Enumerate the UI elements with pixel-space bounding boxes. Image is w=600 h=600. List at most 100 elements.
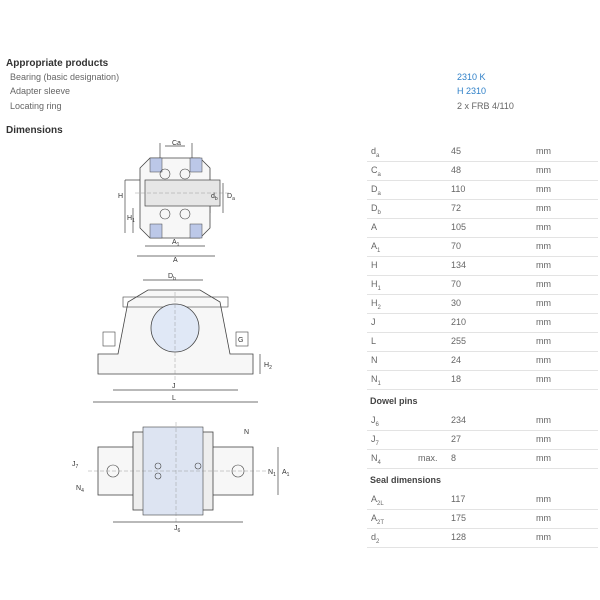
dimension-symbol: A2L	[371, 494, 384, 507]
dim-label-h2: H2	[264, 362, 272, 371]
dimension-value: 24	[451, 355, 462, 365]
housing-plan-drawing: N J7 N1 A1 N4 J6	[72, 422, 290, 532]
dim-label-ca: Ca	[172, 140, 181, 147]
dimension-symbol: A2T	[371, 513, 385, 526]
dimension-unit: mm	[536, 336, 551, 346]
dimension-unit: mm	[536, 184, 551, 194]
dimension-value: 175	[451, 513, 467, 523]
dimension-unit: mm	[536, 241, 551, 251]
dimension-symbol: Ca	[371, 165, 381, 178]
dim-label-db: Db	[168, 273, 176, 282]
dimension-value: 70	[451, 241, 462, 251]
dimension-unit: mm	[536, 494, 551, 504]
product-value: 2 x FRB 4/110	[457, 101, 514, 111]
dimension-symbol: A	[371, 222, 378, 232]
dimensions-title: Dimensions	[6, 125, 63, 136]
dim-label-a1: A1	[282, 469, 290, 478]
dimension-row: Db 72 mm	[367, 200, 598, 219]
dimension-unit: mm	[536, 317, 551, 327]
bearing-section-drawing: Ca H H1 db Da A1 A	[118, 140, 235, 263]
dimension-symbol: J7	[371, 434, 379, 447]
dimension-unit: mm	[536, 260, 551, 270]
dimension-unit: mm	[536, 355, 551, 365]
dowel-pins-heading: Dowel pins	[370, 396, 418, 406]
product-label: Adapter sleeve	[10, 86, 71, 96]
dimension-row: A2T 175 mm	[367, 510, 598, 529]
product-label: Bearing (basic designation)	[10, 72, 120, 82]
dimension-value: 255	[451, 336, 467, 346]
dim-label-db: db	[211, 193, 218, 202]
dimension-unit: mm	[536, 434, 551, 444]
dimension-symbol: H	[371, 260, 378, 270]
dimension-symbol: H2	[371, 298, 381, 311]
dimension-value: 18	[451, 374, 462, 384]
dimension-symbol: J6	[371, 415, 379, 428]
dimension-unit: mm	[536, 222, 551, 232]
dimension-unit: mm	[536, 298, 551, 308]
dimension-symbol: A1	[371, 241, 381, 254]
dimension-unit: mm	[536, 415, 551, 425]
dimension-symbol: J	[371, 317, 376, 327]
dimension-value: 72	[451, 203, 462, 213]
dimension-value: 134	[451, 260, 467, 270]
dimension-symbol: d2	[371, 532, 380, 545]
dimension-value: 234	[451, 415, 467, 425]
dim-label-n1: N1	[268, 469, 276, 478]
dimension-row: H2 30 mm	[367, 295, 598, 314]
dimension-symbol: Db	[371, 203, 381, 216]
products-title: Appropriate products	[6, 58, 109, 69]
dimension-unit: mm	[536, 279, 551, 289]
dim-label-a: A	[173, 257, 178, 263]
dim-label-n: N	[244, 429, 249, 436]
dimension-row: A1 70 mm	[367, 238, 598, 257]
dimension-value: 128	[451, 532, 467, 542]
bearing-link[interactable]: 2310 K	[457, 72, 486, 82]
dim-label-l: L	[172, 395, 176, 402]
dimension-value: 27	[451, 434, 462, 444]
dimension-value: 117	[451, 494, 466, 504]
dim-label-j: J	[172, 383, 176, 390]
dimension-unit: mm	[536, 203, 551, 213]
dimension-symbol: H1	[371, 279, 381, 292]
dim-label-da: Da	[227, 193, 235, 202]
dimension-row: A 105 mm	[367, 219, 598, 238]
dim-label-g: G	[238, 337, 243, 344]
dimension-row: J 210 mm	[367, 314, 598, 333]
dimension-unit: mm	[536, 165, 551, 175]
product-row-bearing: Bearing (basic designation) 2310 K	[10, 72, 570, 86]
adapter-sleeve-link[interactable]: H 2310	[457, 86, 487, 96]
dimension-symbol: N4	[371, 453, 381, 466]
dimension-row: N 24 mm	[367, 352, 598, 371]
dimension-row: N4 max. 8 mm	[367, 450, 598, 469]
seal-dimensions-heading: Seal dimensions	[370, 475, 442, 485]
dimension-value: 30	[451, 298, 462, 308]
dimension-row: J7 27 mm	[367, 431, 598, 450]
dim-label-a1: A1	[172, 239, 180, 248]
dimension-unit: mm	[536, 453, 551, 463]
dim-label-h: H	[118, 193, 123, 200]
dimension-value: 210	[451, 317, 467, 327]
dimension-symbol: N	[371, 355, 378, 365]
dimension-unit: mm	[536, 513, 551, 523]
dimension-modifier: max.	[418, 453, 438, 463]
dimension-row: J6 234 mm	[367, 412, 598, 431]
product-label: Locating ring	[10, 101, 62, 111]
dim-label-n4: N4	[76, 485, 84, 494]
dimension-value: 8	[451, 453, 457, 463]
housing-front-drawing: Db G H2 J L	[93, 273, 272, 403]
dimension-unit: mm	[536, 146, 551, 156]
dimension-row: A2L 117 mm	[367, 491, 598, 510]
dimension-row: H 134 mm	[367, 257, 598, 276]
dimension-symbol: N1	[371, 374, 381, 387]
dim-label-j7: J7	[72, 461, 79, 470]
dimension-symbol: da	[371, 146, 380, 159]
dimension-value: 105	[451, 222, 467, 232]
dimension-symbol: Da	[371, 184, 381, 197]
dim-label-h1: H1	[127, 215, 135, 224]
dimension-value: 70	[451, 279, 462, 289]
